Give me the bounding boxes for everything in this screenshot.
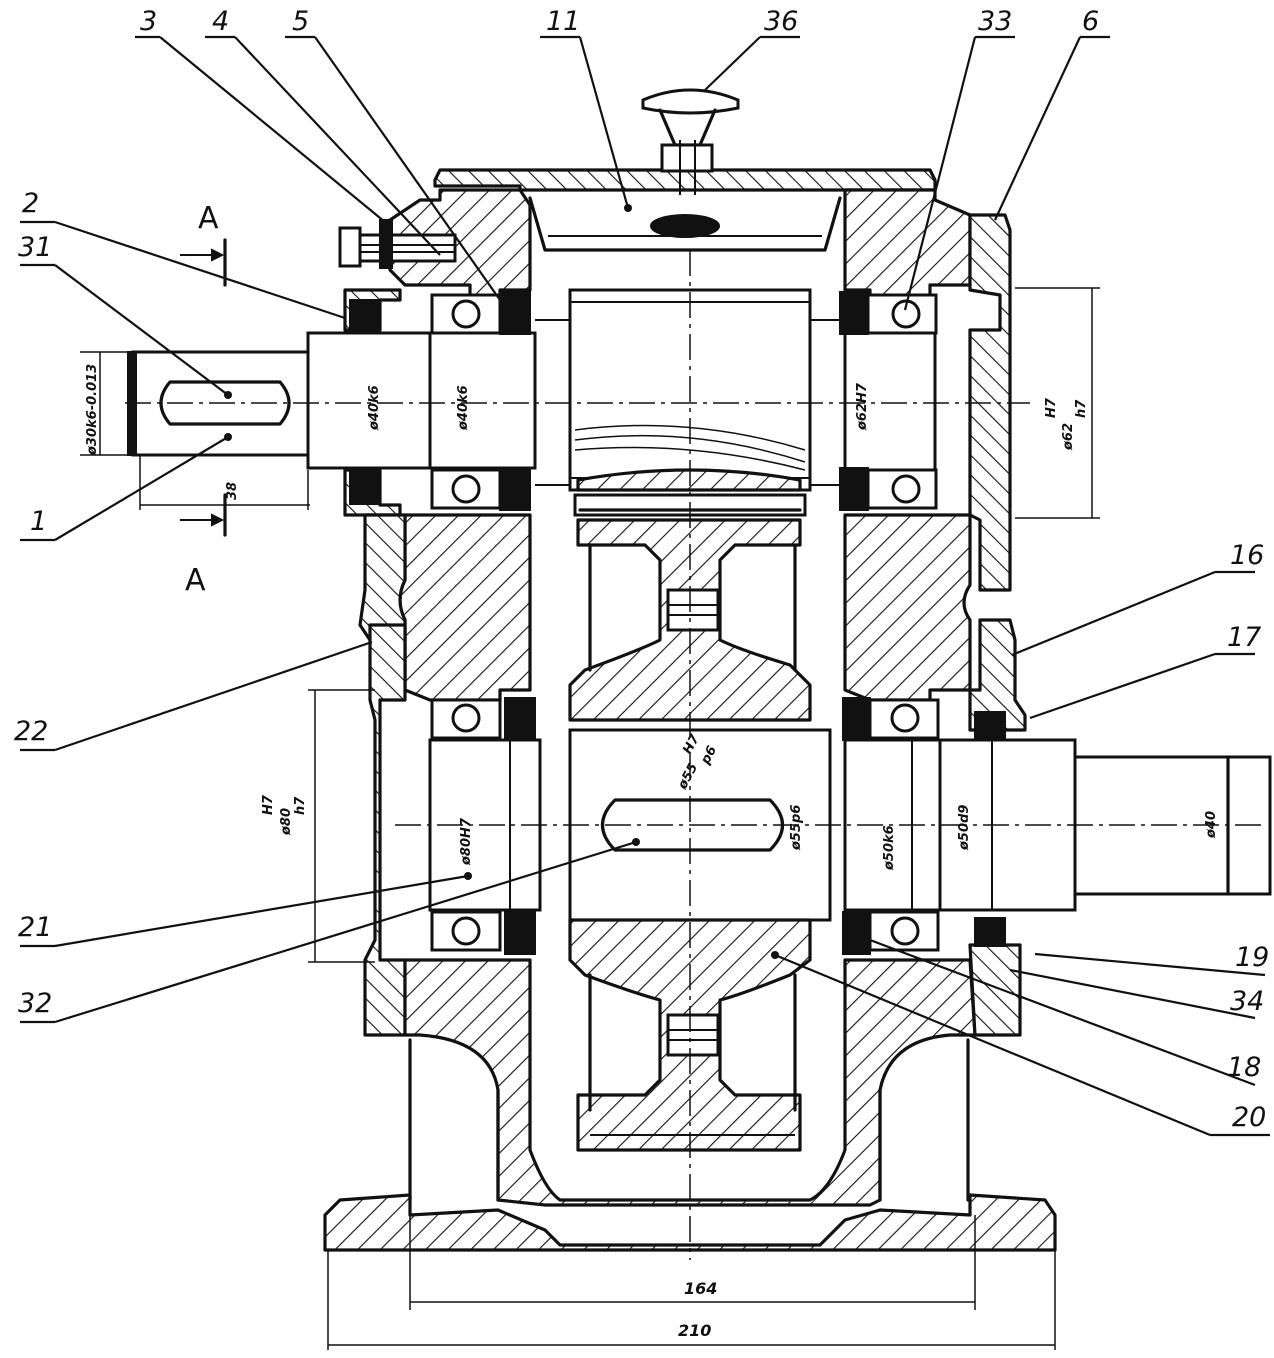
dim-key-length: 38 bbox=[225, 482, 240, 500]
dim-output-bearing-b: ø50d9 bbox=[957, 805, 972, 851]
dim-cover-fit-dia: ø62 bbox=[1061, 423, 1076, 451]
dim-base-inner: 164 bbox=[684, 1279, 717, 1298]
dim-input-bearing-b: ø40k6 bbox=[456, 385, 471, 431]
section-label-bottom: A bbox=[185, 563, 206, 598]
dim-base-outer: 210 bbox=[678, 1321, 711, 1340]
callout-4: 4 bbox=[212, 6, 229, 37]
callout-34: 34 bbox=[1230, 986, 1264, 1017]
output-end-cover bbox=[363, 623, 407, 1037]
callouts: 3 4 5 11 36 33 6 2 31 1 16 bbox=[14, 6, 1270, 1137]
callout-21: 21 bbox=[18, 912, 52, 943]
housing-base bbox=[323, 1193, 1057, 1252]
callout-36: 36 bbox=[764, 6, 798, 37]
dim-output-cover-num: H7 bbox=[261, 794, 276, 815]
section-marker: A A bbox=[180, 201, 227, 598]
callout-33: 33 bbox=[978, 6, 1012, 37]
callout-3: 3 bbox=[140, 6, 157, 37]
housing-right-wall bbox=[843, 513, 972, 702]
breather-cap bbox=[641, 88, 740, 195]
cover-bolt bbox=[338, 219, 457, 269]
dim-output-cover-dia: ø80 bbox=[279, 808, 294, 836]
housing-left-lower bbox=[403, 958, 977, 1207]
housing-right-flange bbox=[968, 618, 1027, 732]
input-shaft bbox=[127, 288, 937, 492]
housing-left-wall bbox=[398, 513, 532, 702]
input-bearings bbox=[349, 291, 938, 511]
dim-output-cover-den: h7 bbox=[293, 796, 308, 815]
callout-20: 20 bbox=[1232, 1102, 1266, 1133]
dim-output-bearing-a: ø50k6 bbox=[882, 825, 897, 871]
section-label-top: A bbox=[198, 201, 219, 236]
top-cover bbox=[433, 168, 937, 192]
callout-31: 31 bbox=[18, 232, 52, 263]
dim-cover-fit-den: h7 bbox=[1074, 399, 1089, 418]
dim-shaft-55: ø55p6 bbox=[789, 805, 804, 851]
dim-input-shaft-end: ø30k6-0.013 bbox=[85, 364, 100, 456]
dim-cover-fit-num: H7 bbox=[1044, 397, 1059, 418]
dim-output-shaft-end: ø40 bbox=[1204, 811, 1219, 839]
housing-right-lower-flange bbox=[968, 943, 1022, 1037]
callout-11: 11 bbox=[546, 6, 580, 37]
inspection-window bbox=[528, 196, 842, 252]
callout-16: 16 bbox=[1230, 540, 1264, 571]
dimensions: ø30k6-0.013 38 ø40k6 ø40k6 ø62H7 ø62 H7 … bbox=[80, 287, 1219, 1350]
callout-5: 5 bbox=[292, 6, 309, 37]
breather-seal bbox=[650, 214, 720, 238]
input-key bbox=[159, 380, 291, 426]
callout-22: 22 bbox=[14, 716, 48, 747]
callout-17: 17 bbox=[1227, 622, 1261, 653]
output-key bbox=[600, 798, 785, 852]
callout-19: 19 bbox=[1235, 942, 1269, 973]
callout-2: 2 bbox=[22, 188, 39, 219]
dim-output-bore: ø80H7 bbox=[459, 817, 474, 866]
callout-6: 6 bbox=[1082, 6, 1099, 37]
callout-32: 32 bbox=[18, 988, 52, 1019]
housing-right-upper bbox=[843, 188, 972, 302]
callout-1: 1 bbox=[30, 506, 47, 537]
callout-18: 18 bbox=[1227, 1052, 1261, 1083]
dim-input-bore: ø62H7 bbox=[855, 382, 870, 431]
dim-input-bearing-a: ø40k6 bbox=[367, 385, 382, 431]
output-bearings bbox=[430, 697, 1006, 955]
